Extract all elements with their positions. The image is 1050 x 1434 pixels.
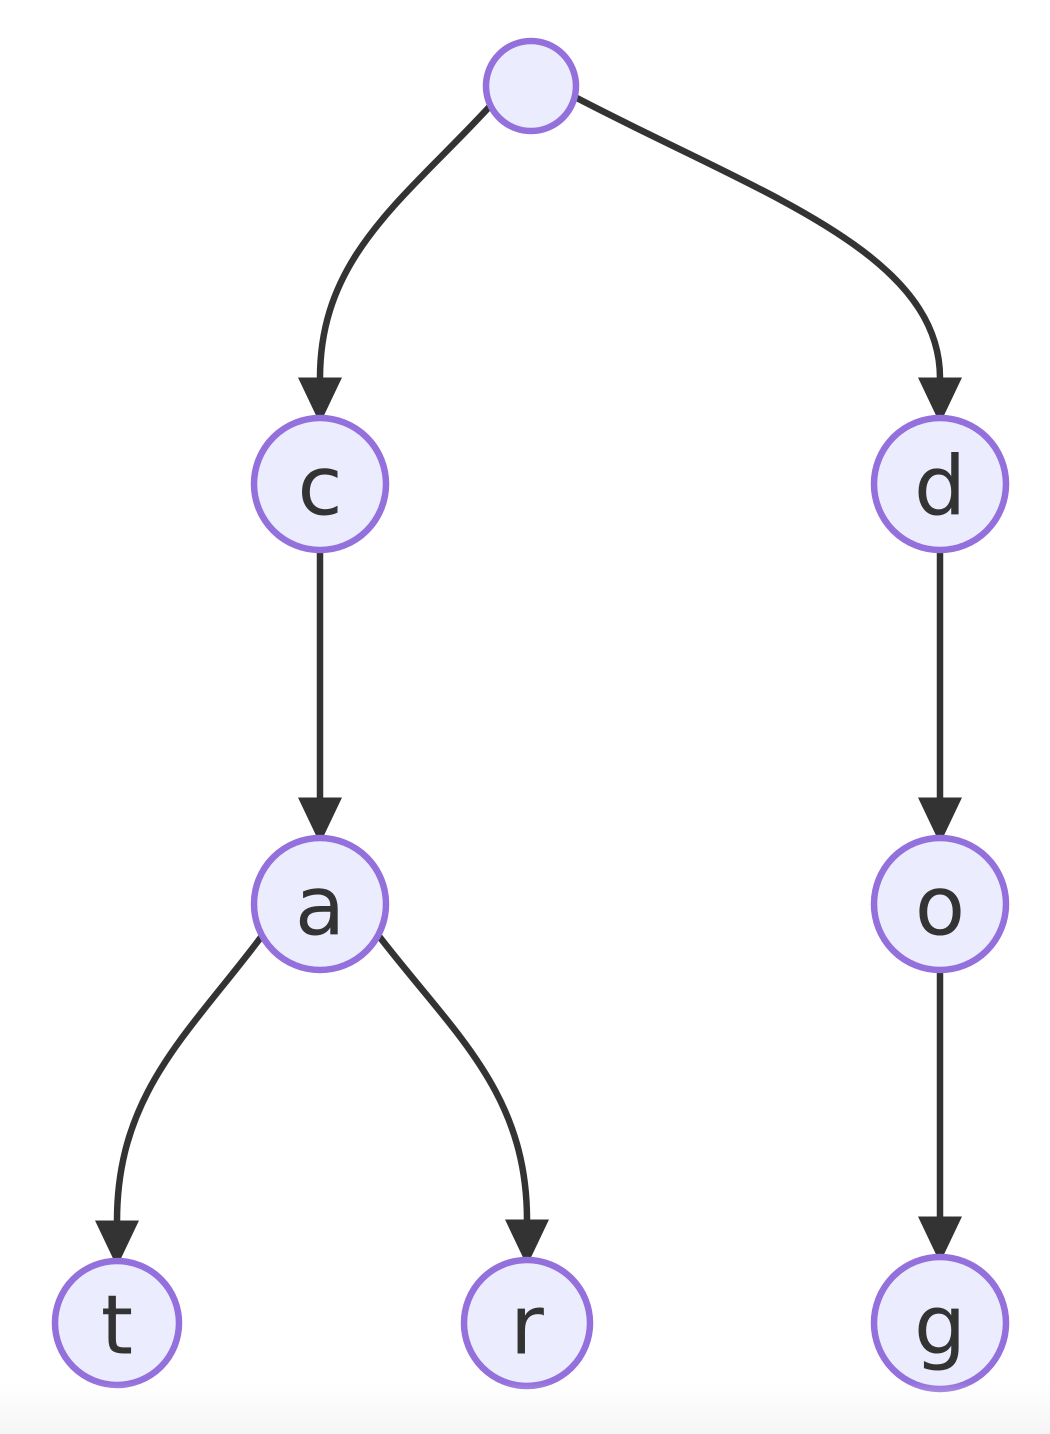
node-label-d: d: [914, 440, 966, 535]
node-label-o: o: [915, 860, 965, 955]
node-c: c: [250, 414, 390, 554]
node-circle-root: [482, 37, 580, 135]
node-t: t: [51, 1257, 183, 1389]
edge-a-t: [95, 933, 265, 1261]
node-circle-a: [250, 834, 390, 974]
node-d: d: [870, 414, 1010, 554]
node-label-t: t: [101, 1279, 133, 1374]
edge-root-d: [573, 94, 962, 418]
node-r: r: [460, 1256, 594, 1390]
edge-a-r: [375, 933, 549, 1260]
node-circle-c: [250, 414, 390, 554]
node-label-a: a: [295, 860, 345, 955]
node-circle-o: [870, 834, 1010, 974]
node-g: g: [870, 1253, 1010, 1393]
edges-layer: [95, 94, 962, 1261]
node-circle-d: [870, 414, 1010, 554]
node-root: [482, 37, 580, 135]
nodes-layer: c d a o t r g: [51, 37, 1010, 1393]
edge-root-c: [298, 103, 493, 418]
node-o: o: [870, 834, 1010, 974]
node-label-g: g: [914, 1279, 966, 1374]
node-label-r: r: [510, 1279, 544, 1374]
node-a: a: [250, 834, 390, 974]
node-label-c: c: [297, 440, 342, 535]
